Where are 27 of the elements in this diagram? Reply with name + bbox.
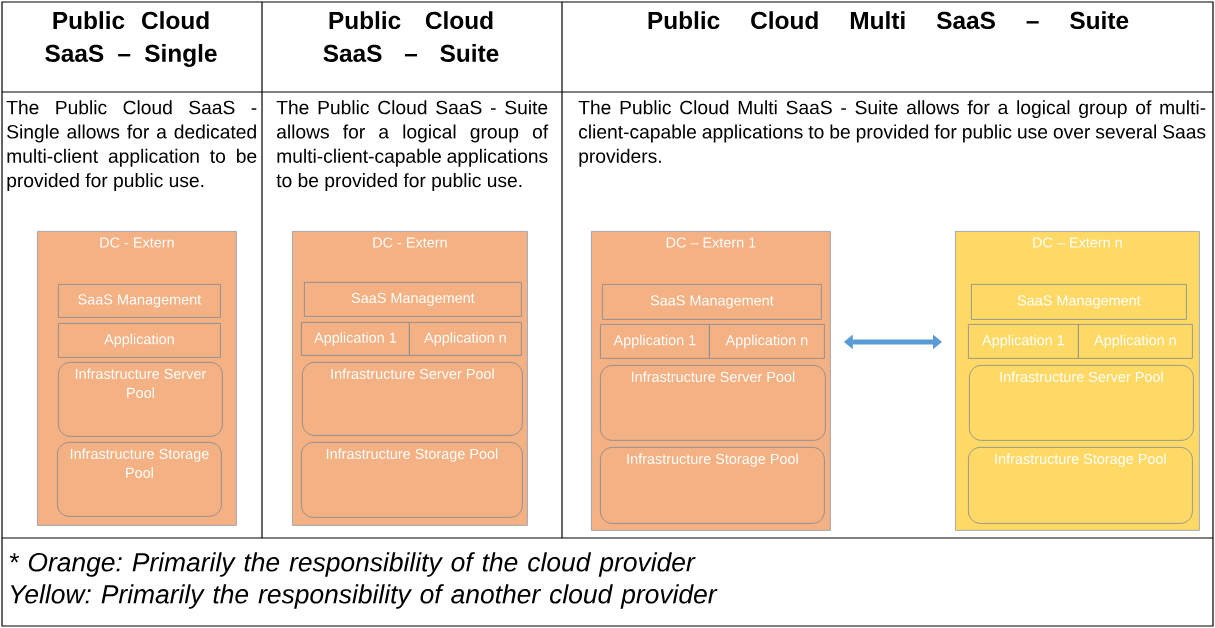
pool-box: Infrastructure Server Pool: [302, 362, 523, 436]
component-box: Application n: [409, 322, 522, 356]
pool-box: Infrastructure Server Pool: [600, 365, 826, 441]
pool-box: Infrastructure Server Pool: [58, 362, 223, 437]
component-box: SaaS Management: [971, 284, 1187, 320]
pool-box: Infrastructure Storage Pool: [968, 447, 1193, 524]
component-box: SaaS Management: [58, 284, 221, 318]
footnote-text: Yellow: Primarily the responsibility of another cloud provider: [10, 584, 718, 609]
component-box: Application 1: [968, 324, 1079, 359]
component-box: Application: [58, 323, 221, 358]
component-box: SaaS Management: [304, 282, 522, 317]
component-box: Application n: [709, 324, 825, 359]
description-text: The Public Cloud SaaS - Single allows for a dedicated multi-client application to be provided for public use.: [6, 100, 257, 192]
description-text: The Public Cloud SaaS - Suite allows for a logical group of multi-client-capable applications to be provided for public use.: [276, 100, 549, 192]
pool-box: Infrastructure Storage Pool: [600, 447, 825, 524]
component-box: Application n: [1078, 324, 1193, 359]
component-box: Application 1: [301, 322, 410, 356]
pool-box: Infrastructure Server Pool: [969, 365, 1194, 441]
column-header: Public Cloud Multi SaaS – Suite: [648, 11, 1129, 30]
column-header: Public Cloud SaaS – Single: [45, 11, 217, 67]
column-header: Public Cloud SaaS – Suite: [323, 11, 499, 62]
pool-box: Infrastructure Storage Pool: [301, 442, 523, 518]
description-text: The Public Cloud Multi SaaS - Suite allows for a logical group of multi-client-capable applications to be provided for public use over several Saas providers.: [578, 100, 1206, 167]
component-box: Application 1: [600, 324, 710, 359]
footnote-text: * Orange: Primarily the responsibility of the cloud provider: [9, 552, 696, 577]
component-box: SaaS Management: [602, 284, 822, 320]
pool-box: Infrastructure Storage Pool: [57, 442, 222, 517]
